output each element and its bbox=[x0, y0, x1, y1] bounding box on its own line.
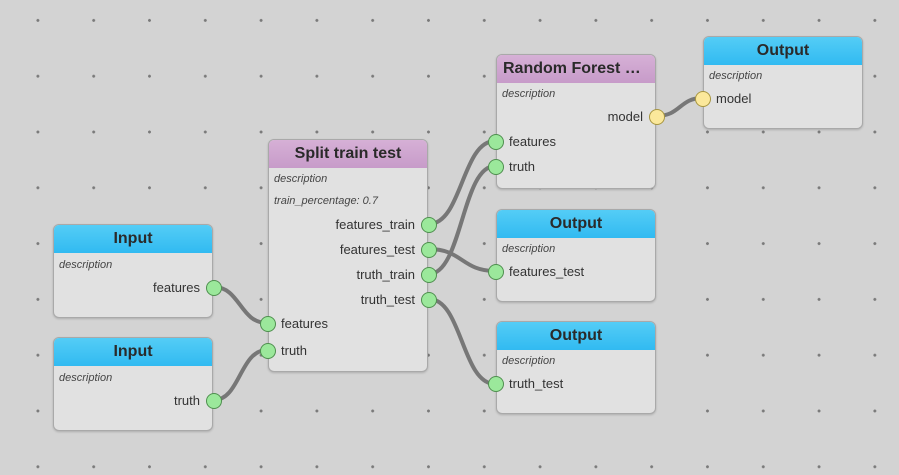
node-description: description bbox=[709, 70, 763, 82]
edge-truth-train-to-rf bbox=[428, 164, 496, 276]
node-title: Random Forest Re... bbox=[497, 55, 655, 83]
node-input-features[interactable]: Input description features bbox=[53, 224, 222, 318]
node-title: Input bbox=[54, 225, 212, 253]
input-port-label-features: features bbox=[281, 316, 328, 331]
node-description: description bbox=[502, 243, 556, 255]
node-title: Output bbox=[497, 210, 655, 238]
input-port-features-test[interactable] bbox=[488, 264, 504, 280]
input-port-features[interactable] bbox=[260, 316, 276, 332]
output-port-truth-train[interactable] bbox=[421, 267, 437, 283]
output-port-label-model: model bbox=[607, 109, 643, 124]
input-port-label-features: features bbox=[509, 134, 556, 149]
output-port-label-features-train: features_train bbox=[335, 217, 416, 232]
edge-truth-test-to-output bbox=[428, 297, 496, 386]
node-random-forest[interactable]: Random Forest Re... description model fe… bbox=[488, 54, 665, 189]
input-port-truth[interactable] bbox=[488, 159, 504, 175]
edge-truth-to-split bbox=[213, 348, 268, 402]
node-description: description bbox=[502, 355, 556, 367]
node-title: Split train test bbox=[269, 140, 427, 168]
input-port-label-truth-test: truth_test bbox=[509, 376, 564, 391]
output-port-features-train[interactable] bbox=[421, 217, 437, 233]
input-port-features[interactable] bbox=[488, 134, 504, 150]
output-port-label-truth: truth bbox=[173, 393, 200, 408]
output-port-truth[interactable] bbox=[206, 393, 222, 409]
input-port-label-truth: truth bbox=[509, 159, 536, 174]
node-input-truth[interactable]: Input description truth bbox=[53, 337, 222, 431]
node-description: description bbox=[59, 259, 113, 271]
output-port-model[interactable] bbox=[649, 109, 665, 125]
input-port-label-truth: truth bbox=[281, 343, 308, 358]
output-port-label-truth-test: truth_test bbox=[360, 292, 415, 307]
output-port-label-features-test: features_test bbox=[339, 242, 415, 257]
node-title: Output bbox=[704, 37, 862, 65]
node-description: description bbox=[59, 372, 113, 384]
input-port-model[interactable] bbox=[695, 91, 711, 107]
input-port-truth-test[interactable] bbox=[488, 376, 504, 392]
node-description: description bbox=[274, 173, 328, 185]
node-output-truth-test[interactable]: Output description truth_test bbox=[488, 321, 656, 414]
input-port-label-features-test: features_test bbox=[509, 264, 585, 279]
output-port-label-features: features bbox=[153, 280, 200, 295]
node-title: Output bbox=[497, 322, 655, 350]
output-port-label-truth-train: truth_train bbox=[356, 267, 415, 282]
input-port-label-model: model bbox=[716, 91, 752, 106]
node-title: Input bbox=[54, 338, 212, 366]
output-port-features[interactable] bbox=[206, 280, 222, 296]
input-port-truth[interactable] bbox=[260, 343, 276, 359]
node-split-train-test[interactable]: Split train test description train_perce… bbox=[260, 139, 437, 372]
node-output-model[interactable]: Output description model bbox=[695, 36, 863, 129]
output-port-features-test[interactable] bbox=[421, 242, 437, 258]
edge-features-train-to-rf bbox=[428, 139, 496, 226]
edge-features-to-split bbox=[213, 285, 268, 325]
output-port-truth-test[interactable] bbox=[421, 292, 437, 308]
node-output-features-test[interactable]: Output description features_test bbox=[488, 209, 656, 302]
param-train-percentage: train_percentage: 0.7 bbox=[274, 195, 378, 207]
edge-features-test-to-output bbox=[428, 247, 496, 273]
node-description: description bbox=[502, 88, 556, 100]
